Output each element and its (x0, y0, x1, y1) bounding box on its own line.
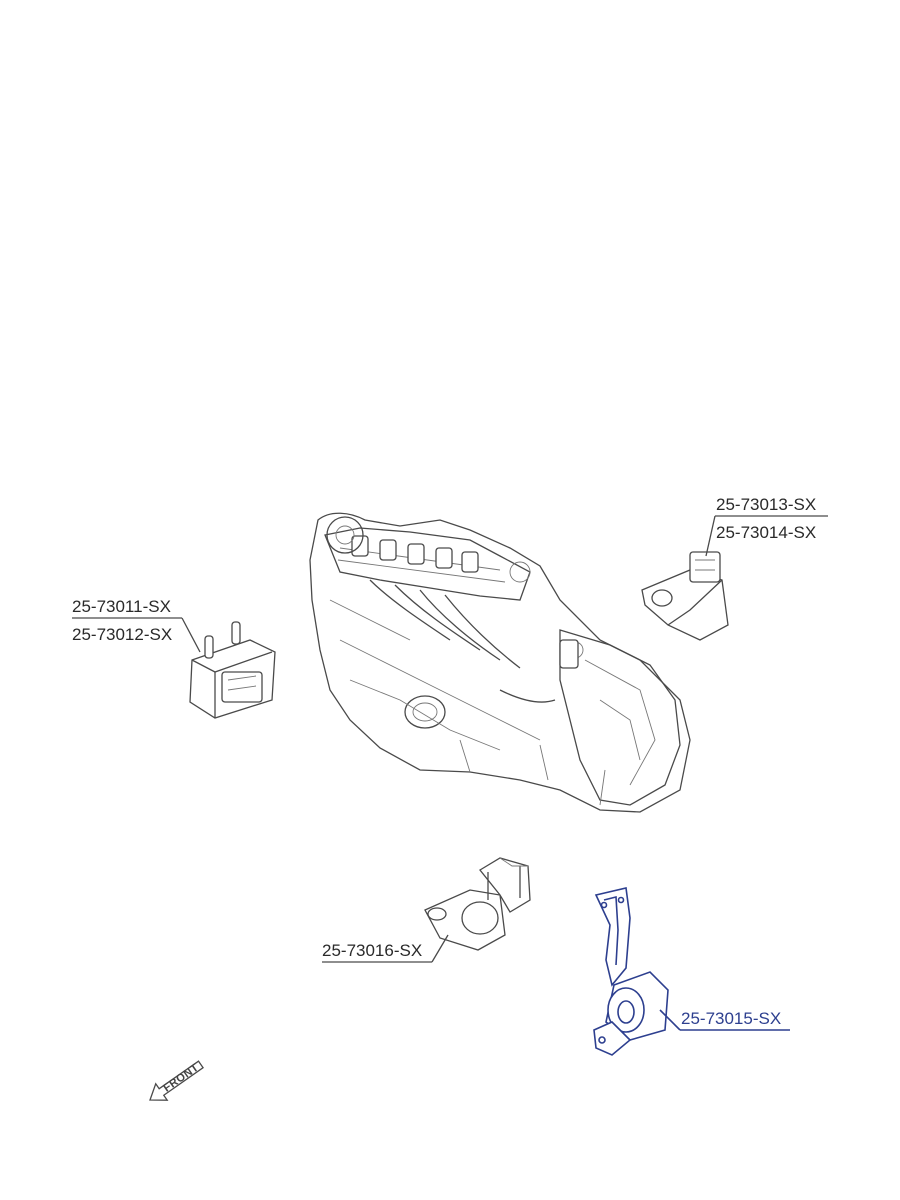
part-number-25-73015-sx: 25-73015-SX (681, 1009, 781, 1028)
front-arrow-icon (149, 1060, 204, 1101)
mount-center-lower-callout (322, 934, 449, 963)
mount-rear-bracket-callout (659, 1009, 790, 1031)
part-number-25-73016-sx: 25-73016-SX (322, 941, 422, 960)
mount-rear-bracket-illustration (593, 887, 669, 1056)
part-number-25-73012-sx: 25-73012-SX (72, 625, 172, 644)
part-number-25-73013-sx: 25-73013-SX (716, 495, 816, 514)
part-number-25-73011-sx: 25-73011-SX (72, 597, 171, 616)
mount-left-illustration (189, 621, 276, 719)
mount-center-lower-illustration (424, 857, 531, 951)
part-number-25-73014-sx: 25-73014-SX (716, 523, 816, 542)
mount-left-callout (72, 617, 201, 653)
mount-right-illustration (641, 551, 729, 641)
front-direction-marker: FRONT (149, 1060, 204, 1101)
mount-right-callout (705, 515, 828, 557)
engine-assembly-illustration (309, 512, 691, 813)
front-label: FRONT (161, 1062, 201, 1095)
